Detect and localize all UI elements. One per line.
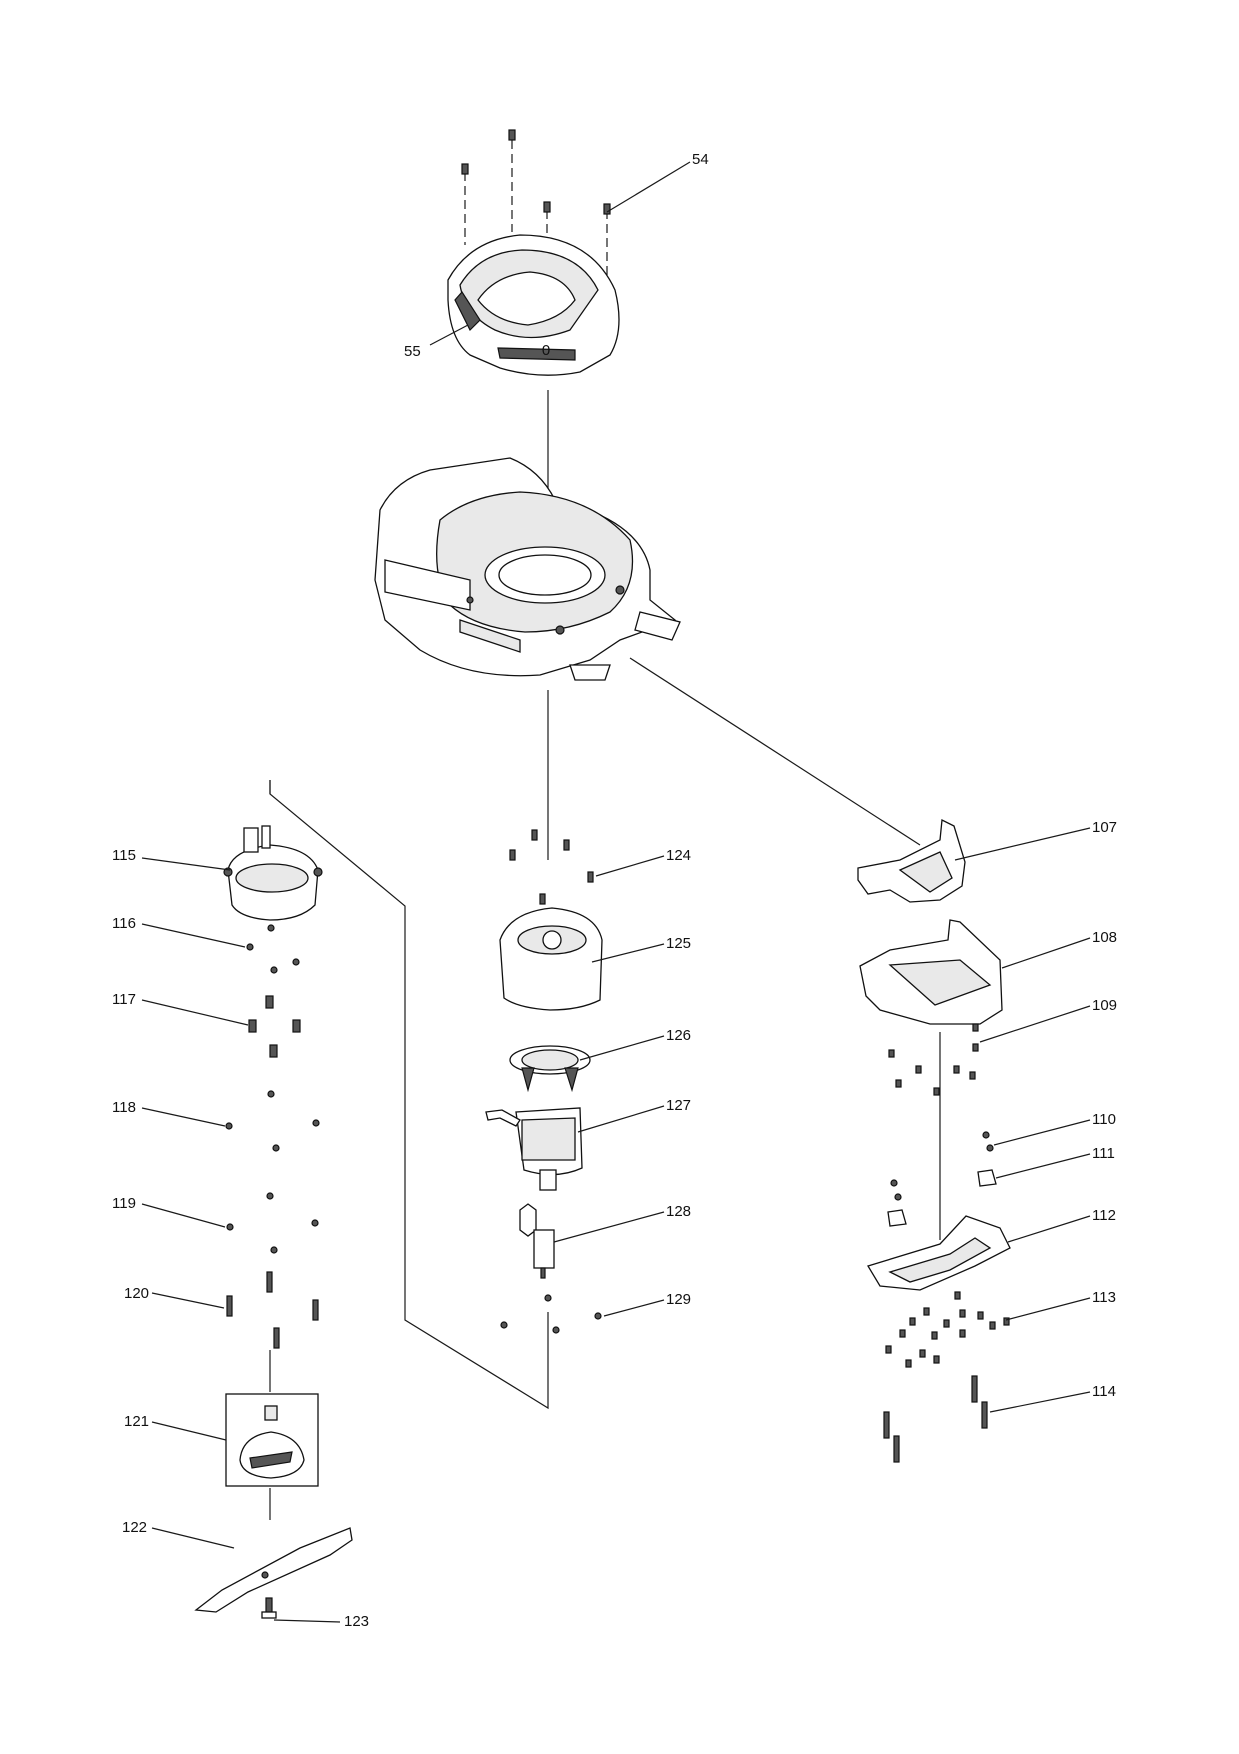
screw-117: [248, 995, 301, 1058]
label-55: 55: [404, 343, 421, 360]
bolt-120: [226, 1271, 319, 1349]
top-cover-55: 0: [447, 234, 620, 376]
callout-labels: 54 55 107 108 109 110 111 112 113 114 11…: [112, 151, 1117, 1630]
washer-118: [225, 1090, 320, 1152]
label-116: 116: [112, 915, 136, 932]
screw-109: [888, 1023, 979, 1096]
washer-119: [226, 1192, 319, 1254]
label-122: 122: [122, 1519, 147, 1536]
motor-housing-115: [223, 825, 323, 921]
motor-127: [485, 1107, 583, 1191]
switch-111: [887, 1169, 997, 1227]
spring-110: [890, 1131, 994, 1201]
bolt-123: [261, 1597, 277, 1619]
washer-116: [246, 924, 300, 974]
handle-housing-108: [859, 919, 1003, 1025]
label-108: 108: [1092, 929, 1117, 946]
label-107: 107: [1092, 819, 1117, 836]
label-115: 115: [112, 847, 136, 864]
handle-cover-107: [857, 818, 966, 903]
fan-121: [225, 1393, 319, 1487]
screw-124: [509, 829, 594, 905]
washer-129: [500, 1294, 602, 1334]
label-117: 117: [112, 991, 136, 1008]
blade-122: [194, 1527, 353, 1613]
bolt-114: [883, 1375, 988, 1463]
motor-cover-125: [499, 907, 603, 1011]
label-54: 54: [692, 151, 709, 168]
label-112: 112: [1092, 1207, 1116, 1224]
label-121: 121: [124, 1413, 149, 1430]
label-111: 111: [1092, 1145, 1115, 1162]
lower-housing-112: [867, 1215, 1011, 1291]
label-127: 127: [666, 1097, 691, 1114]
mower-deck: [374, 457, 681, 681]
label-120: 120: [124, 1285, 149, 1302]
label-124: 124: [666, 847, 691, 864]
label-123: 123: [344, 1613, 369, 1630]
label-129: 129: [666, 1291, 691, 1308]
label-118: 118: [112, 1099, 136, 1116]
label-126: 126: [666, 1027, 691, 1044]
cover-switch-text: 0: [542, 342, 550, 359]
label-114: 114: [1092, 1383, 1116, 1400]
label-119: 119: [112, 1195, 136, 1212]
screw-113: [885, 1291, 1010, 1368]
label-113: 113: [1092, 1289, 1116, 1306]
capacitor-128: [519, 1203, 555, 1279]
label-125: 125: [666, 935, 691, 952]
label-110: 110: [1092, 1111, 1116, 1128]
fan-126: [509, 1045, 591, 1093]
label-109: 109: [1092, 997, 1117, 1014]
label-128: 128: [666, 1203, 691, 1220]
